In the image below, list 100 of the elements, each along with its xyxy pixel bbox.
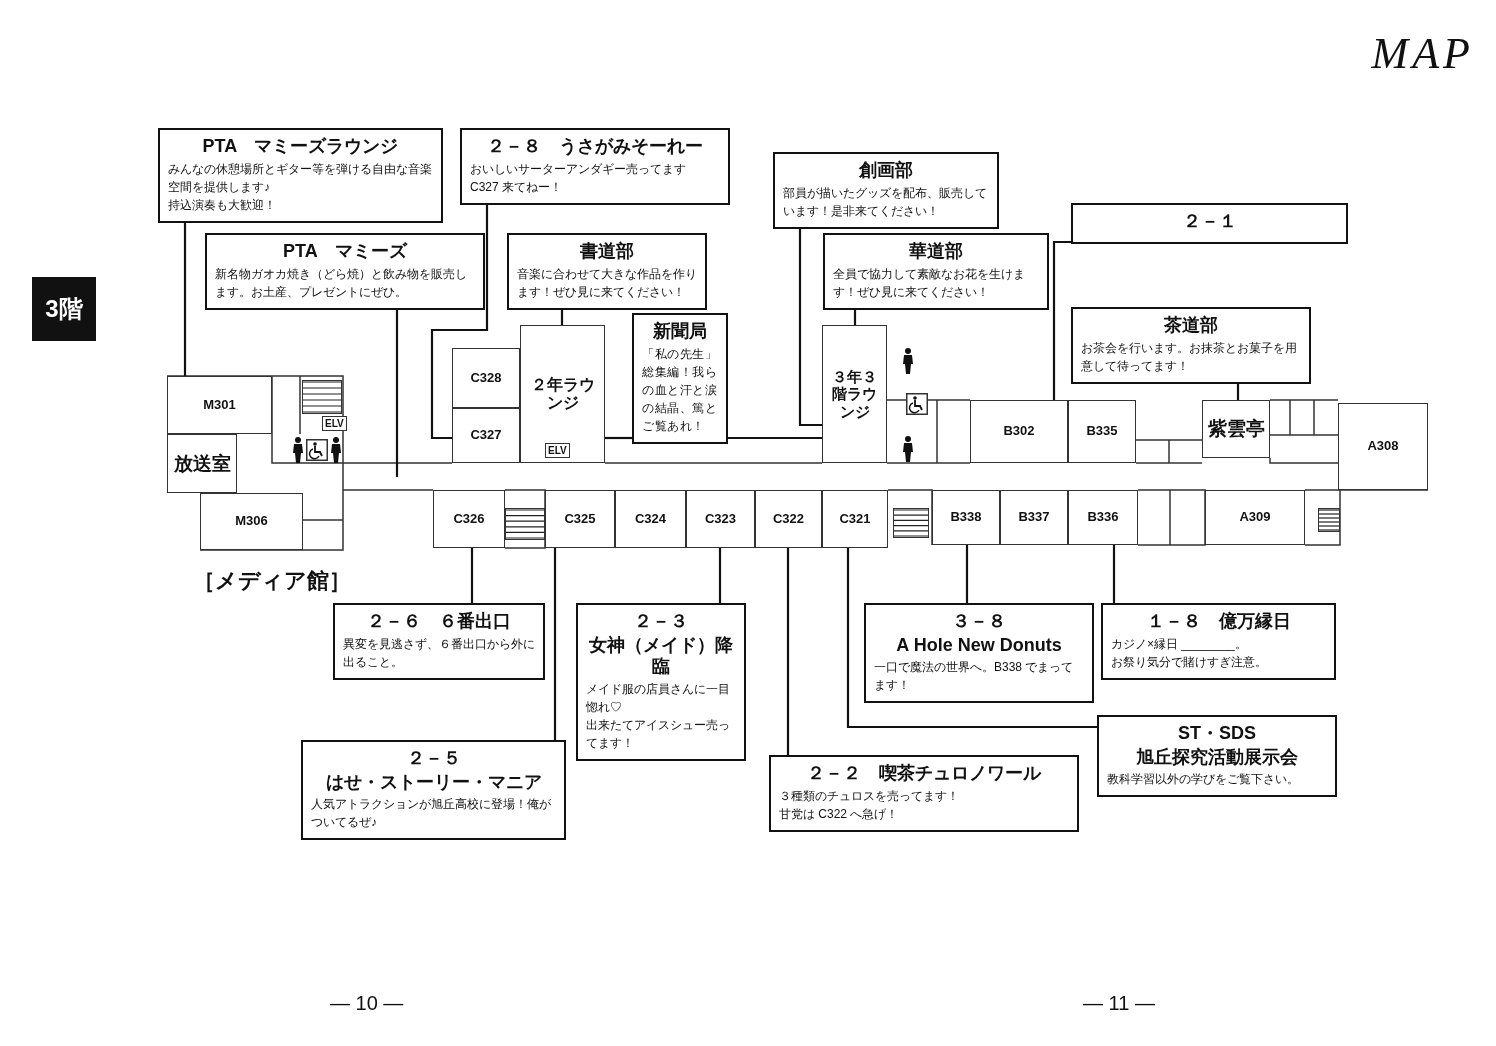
callout-title: ２－２ 喫茶チュロノワール <box>806 763 1043 785</box>
leader-line <box>1052 240 1071 400</box>
callout-box <box>1071 203 1348 244</box>
elevator-sign: ELV <box>322 416 347 431</box>
leader-line <box>728 436 822 440</box>
room <box>433 490 505 548</box>
room <box>200 493 303 550</box>
floor-tab: 3階 <box>32 277 96 341</box>
callout-box <box>864 603 1094 704</box>
callout-title: 華道部 <box>908 241 964 263</box>
room-name: M301 <box>203 397 236 413</box>
room <box>932 490 1000 545</box>
callout-text: 人気アトラクションが旭丘高校に登場！俺がついてるぜ♪ <box>311 796 552 832</box>
room-name: C322 <box>772 511 805 527</box>
callout-title: ２－３ <box>633 611 689 633</box>
leader-line <box>786 548 790 755</box>
room-name: 放送室 <box>173 452 231 475</box>
callout-text: 甘党は C322 へ急げ！ <box>779 805 900 823</box>
callout-title: ２－５ <box>405 748 462 770</box>
leader-line <box>605 436 632 440</box>
room <box>822 325 887 463</box>
callout-title: ２－６ ６番出口 <box>366 611 512 633</box>
callout-text: お茶会を行います。お抹茶とお菓子を用意して待ってます！ <box>1081 339 1298 375</box>
room <box>452 408 520 463</box>
callout-text: 全員で協力して素敵なお花を生けます！ぜひ見に来てください！ <box>833 265 1026 301</box>
callout-box <box>158 128 443 223</box>
leader-line <box>430 204 489 440</box>
leader-line <box>846 548 1097 729</box>
room-name: B302 <box>1003 424 1035 439</box>
leader-line <box>798 228 822 427</box>
callout-box <box>460 128 730 205</box>
callout-text: 新名物ガオカ焼き（どら焼）と飲み物を販売します。お土産、プレゼントにぜひ。 <box>215 265 468 301</box>
callout-box <box>632 313 728 444</box>
callout-box <box>773 152 999 229</box>
leader-line <box>718 548 722 603</box>
callout-box <box>1097 715 1337 798</box>
callout-text: 部員が描いたグッズを配布、販売しています！是非来てください！ <box>783 184 988 220</box>
callout-box <box>1101 603 1336 680</box>
leader-line <box>183 222 187 376</box>
callout-text: カジノ×縁日 ________。 <box>1111 635 1248 653</box>
callout-title: 女神（メイド）降臨 <box>588 634 734 678</box>
page-number: — 11 — <box>1083 992 1155 1015</box>
callout-text: みんなの休憩場所とギター等を弾ける自由な音楽空間を提供します♪ <box>168 160 433 196</box>
room <box>1068 400 1136 463</box>
room-name: B337 <box>1018 510 1050 525</box>
building-label: ［メディア館］ <box>193 567 351 595</box>
callout-text: ３種類のチュロスを売ってます！ <box>779 787 960 805</box>
callout-text: 教科学習以外の学びをご覧下さい。 <box>1107 771 1300 789</box>
room-name: B338 <box>950 510 982 525</box>
callout-box <box>301 740 566 841</box>
callout-title: １－８ 億万縁日 <box>1145 611 1292 633</box>
callout-title: 旭丘探究活動展示会 <box>1135 746 1299 769</box>
callout-title: PTA マミーズラウンジ <box>201 136 400 158</box>
room-name: A308 <box>1367 439 1399 454</box>
map-title: MAP <box>1371 28 1474 79</box>
room <box>1068 490 1138 545</box>
callout-title: A Hole New Donuts <box>895 634 1063 657</box>
elevator-sign: ELV <box>545 443 570 458</box>
callout-title: 創画部 <box>858 160 914 182</box>
callout-text: おいしいサーターアンダギー売ってます <box>470 160 687 178</box>
room <box>686 490 755 548</box>
room <box>520 325 605 463</box>
callout-title: ２－８ うさがみそーれー <box>486 136 704 158</box>
room-name: C327 <box>470 428 502 443</box>
room <box>167 376 272 434</box>
callout-text: C327 来てねー！ <box>470 178 564 196</box>
callout-box <box>769 755 1079 832</box>
room-name: B335 <box>1086 424 1118 439</box>
callout-box <box>1071 307 1311 384</box>
callout-title: ２－１ <box>1181 211 1238 233</box>
room <box>167 434 237 493</box>
room <box>452 348 520 408</box>
callout-title: 茶道部 <box>1163 315 1219 337</box>
room <box>1338 403 1428 490</box>
room-name: C323 <box>704 511 737 527</box>
room <box>545 490 615 548</box>
callout-title: ST・SDS <box>1177 723 1257 745</box>
room-name: C325 <box>564 511 596 527</box>
callout-title: PTA マミーズ <box>282 241 409 263</box>
room-name: B336 <box>1087 510 1119 525</box>
callout-text: 「私の先生」総集編！我らの血と汗と涙の結晶、篤とご覧あれ！ <box>642 345 718 435</box>
leader-line <box>395 309 399 477</box>
room-name: C324 <box>634 511 667 527</box>
callout-text: メイド服の店員さんに一目惚れ♡ <box>586 680 731 716</box>
room-name: C328 <box>470 370 502 386</box>
room <box>970 400 1068 463</box>
room <box>1000 490 1068 545</box>
callout-text: 一口で魔法の世界へ。B338 でまってます！ <box>874 659 1075 695</box>
callout-title: 新聞局 <box>652 321 708 343</box>
room-name: C326 <box>453 511 485 527</box>
callout-title: 書道部 <box>579 241 635 263</box>
callout-text: 出来たてアイスシュー売ってます！ <box>586 716 731 752</box>
callout-box <box>576 603 746 761</box>
callout-text: お祭り気分で賭けすぎ注意。 <box>1111 653 1268 671</box>
room <box>755 490 822 548</box>
room-name: A309 <box>1239 510 1271 525</box>
callout-text: 持込演奏も大歓迎！ <box>168 196 277 214</box>
callout-box <box>823 233 1049 310</box>
room <box>1205 490 1305 545</box>
room-name: ３年３階ラウンジ <box>831 368 878 420</box>
